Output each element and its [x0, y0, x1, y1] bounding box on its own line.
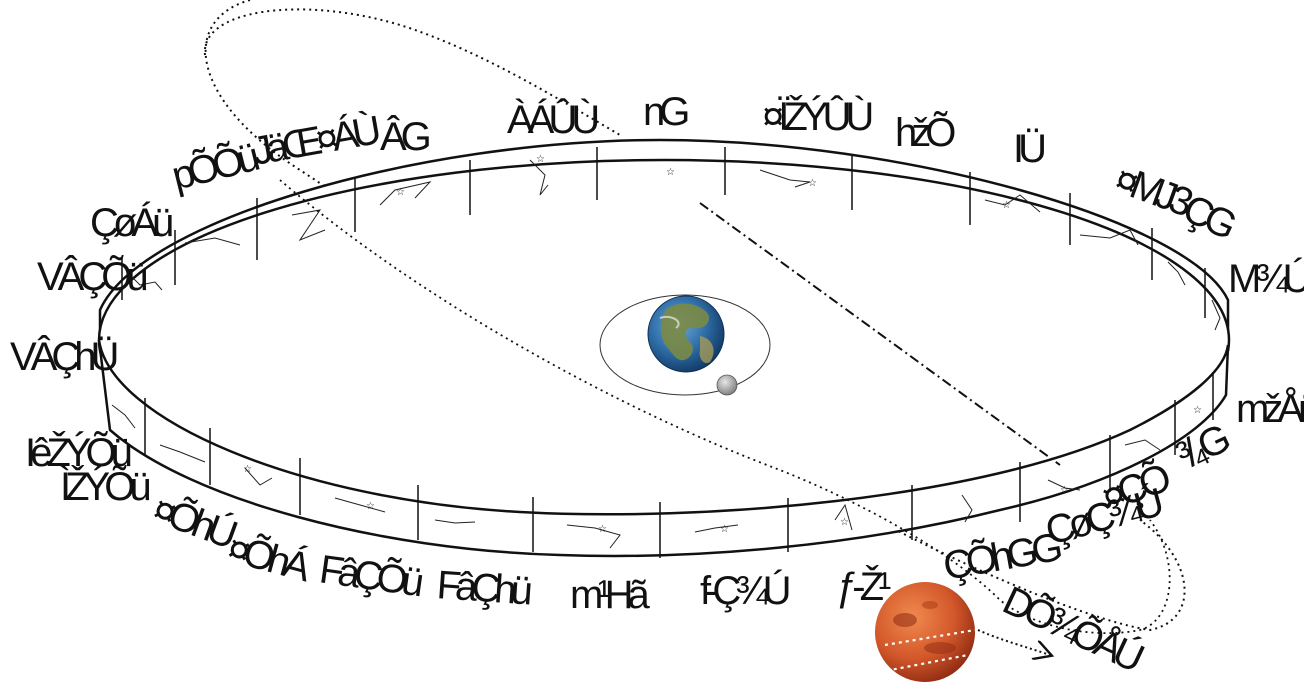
zodiac-label: VÂÇhÜ	[10, 334, 116, 379]
constellation-patterns	[111, 159, 1221, 549]
zodiac-label: ¤ÕhÚ	[147, 486, 241, 557]
line-of-sight	[699, 202, 1061, 466]
star-icon: ☆	[808, 178, 817, 189]
star-icon: ☆	[840, 517, 849, 528]
star-icon: ☆	[366, 501, 375, 512]
zodiac-label: ÂG	[380, 114, 430, 159]
zodiac-label: m¹Hã	[570, 573, 651, 617]
zodiac-label: f-Ç¾Ú	[700, 568, 789, 613]
mars-orbit-top	[203, 8, 621, 136]
star-icon: ☆	[598, 524, 607, 535]
zodiac-label: IÜ	[1013, 127, 1044, 171]
zodiac-label: ÌŽÝÕü	[60, 464, 149, 509]
band-dividers-front	[144, 372, 1214, 558]
zodiac-label: ¤ÏŽÝÛÙ	[762, 94, 871, 139]
band-dividers-back	[121, 147, 1206, 318]
star-icon: ☆	[536, 154, 545, 165]
mars-orbit-near	[279, 179, 1171, 635]
moon-icon	[716, 374, 738, 396]
zodiac-label: M¾Ú	[1228, 256, 1304, 301]
zodiac-label: JäŒ¤ÁÙ	[249, 107, 382, 173]
zodiac-label: VÂÇÕü	[37, 254, 146, 299]
mars-icon	[875, 582, 976, 682]
zodiac-label: ÇøÁü	[90, 200, 172, 245]
zodiac-label: nG	[643, 90, 688, 134]
star-icon: ☆	[243, 464, 252, 475]
star-icon: ☆	[396, 187, 405, 198]
zodiac-label: ƒ-Ž¹	[836, 564, 891, 609]
zodiac-label: FâÇÕü	[317, 546, 425, 605]
star-icon: ☆	[666, 167, 675, 178]
zodiac-label: hžÕ	[895, 110, 955, 155]
earth-icon	[647, 295, 725, 373]
zodiac-label: FâÇhü	[435, 563, 532, 613]
moon-orbit	[599, 294, 771, 396]
zodiac-label: pÕÕü	[167, 134, 262, 199]
zodiac-label: IêŽÝÕü	[25, 430, 131, 475]
star-icon: ☆	[1193, 405, 1202, 416]
zodiac-label: ¤ÕhÁ	[223, 525, 316, 590]
star-icon: ☆	[1002, 200, 1011, 211]
zodiac-band-front	[97, 339, 1230, 558]
star-icon: ☆	[1060, 485, 1069, 496]
zodiac-label: DÕ¾ÕÅÚ	[996, 577, 1148, 680]
star-icon: ☆	[720, 524, 729, 535]
zodiac-label: ÇÕhGG	[940, 524, 1064, 589]
star-icons: ☆ ☆ ☆ ☆ ☆ ☆ ☆ ☆ ☆ ☆ ☆ ☆	[243, 154, 1202, 535]
zodiac-label: ÀÁÛÙ	[507, 97, 597, 142]
zodiac-label: mžÅü	[1236, 386, 1304, 431]
mars-orbit-far	[204, 0, 1186, 632]
